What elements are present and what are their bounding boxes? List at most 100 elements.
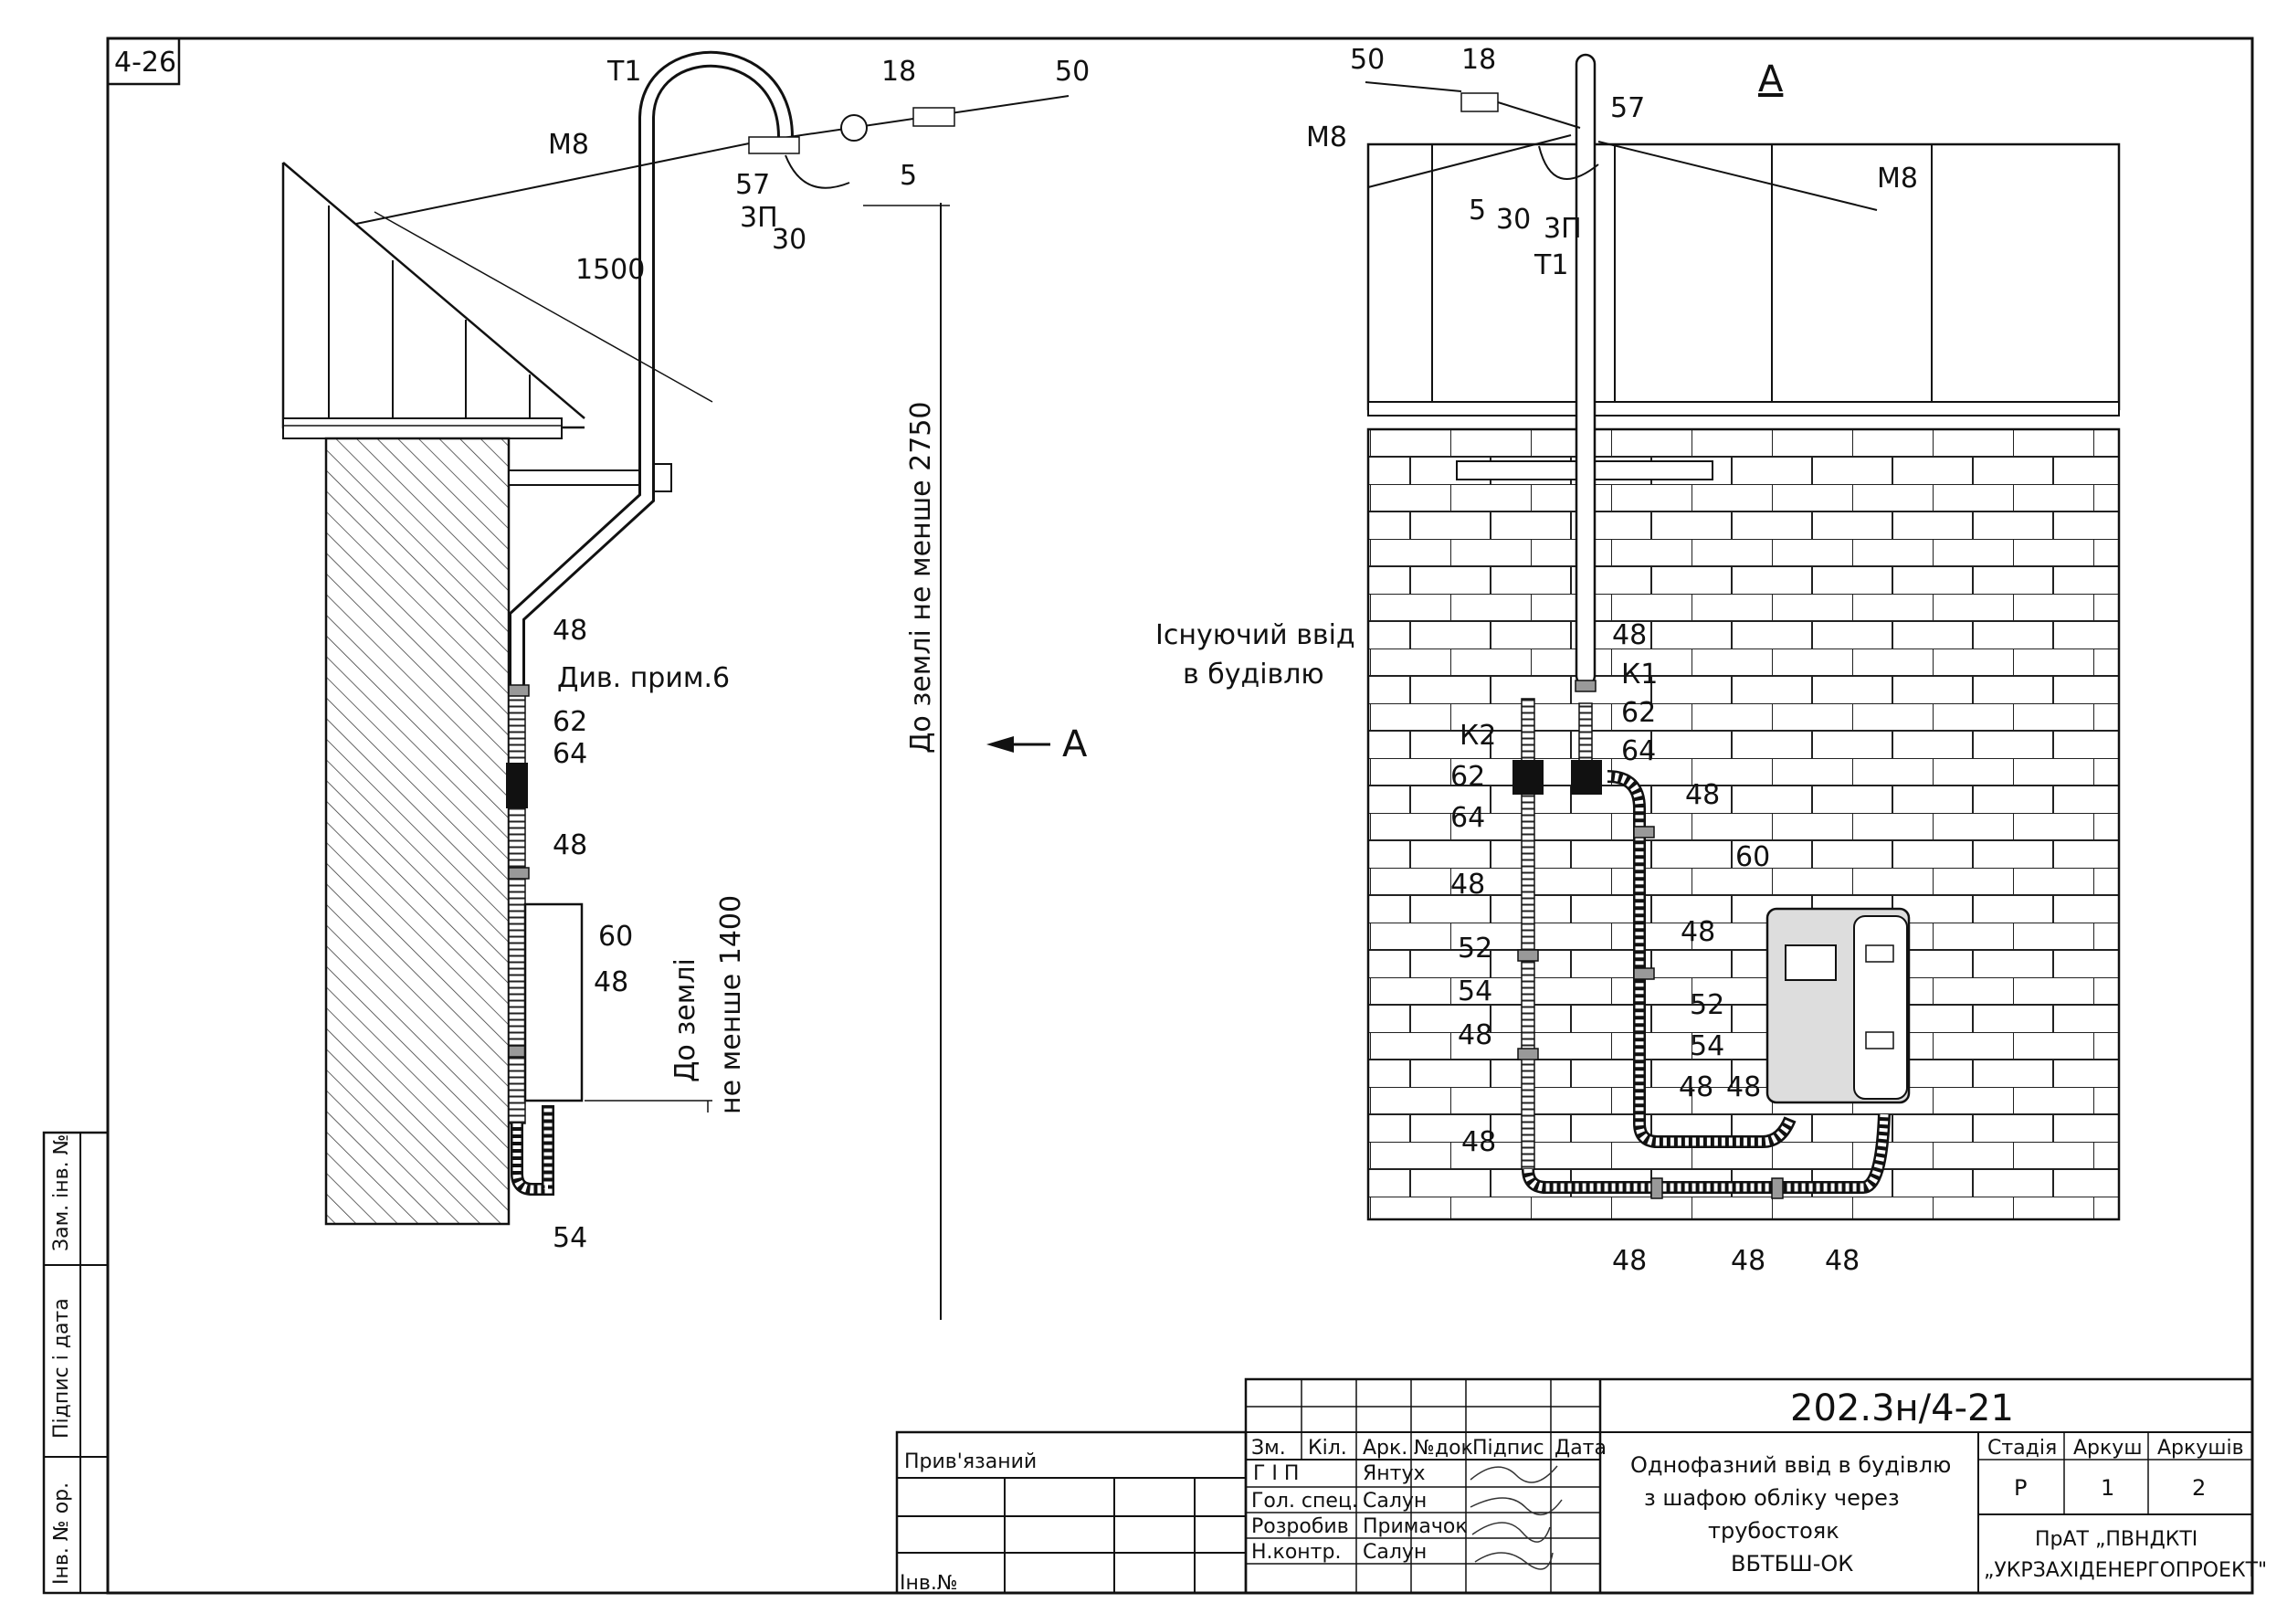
- col-pidpys: Підпис: [1472, 1437, 1544, 1460]
- col-ark: Арк.: [1363, 1437, 1407, 1460]
- r-label-57: 57: [1610, 92, 1645, 124]
- r-label-52r: 52: [1690, 989, 1724, 1021]
- ground-min-1400-l1: До землі: [669, 958, 701, 1082]
- r-label-48-l2: 48: [1458, 1019, 1492, 1051]
- label-note6: Див. прим.6: [557, 662, 730, 694]
- left-view: А До землі не менше 2750 До землі не мен…: [281, 50, 1090, 1320]
- label-50: 50: [1055, 56, 1090, 88]
- signatures: [1470, 1465, 1563, 1570]
- title-line-2: з шафою обліку через: [1644, 1485, 1900, 1511]
- stage-value: Р: [2014, 1475, 2027, 1501]
- role-chief: Гол. спец.: [1251, 1490, 1358, 1513]
- r-label-5: 5: [1469, 195, 1486, 227]
- junction-box-black: [506, 763, 528, 808]
- role-control: Н.контр.: [1251, 1541, 1341, 1564]
- sheet-code: 4-26: [114, 47, 176, 79]
- r-label-48-bot3: 48: [1825, 1245, 1860, 1277]
- label-3p: 3П: [740, 202, 778, 234]
- col-ndok: №док: [1414, 1437, 1473, 1460]
- r-label-54r: 54: [1690, 1030, 1724, 1062]
- name-control: Салун: [1363, 1541, 1427, 1564]
- r-label-48-l1: 48: [1450, 869, 1485, 901]
- label-1500: 1500: [575, 254, 645, 286]
- name-chief: Салун: [1363, 1490, 1427, 1513]
- r-label-48-b3: 48: [1461, 1126, 1496, 1158]
- r-label-64l: 64: [1450, 802, 1485, 834]
- r-label-48-r2: 48: [1681, 916, 1715, 948]
- role-gip: Г І П: [1253, 1462, 1299, 1485]
- existing-entry-l2: в будівлю: [1183, 659, 1324, 691]
- drawing-number: 202.3н/4-21: [1790, 1387, 2014, 1429]
- label-m8: М8: [548, 129, 589, 161]
- r-label-48-bot1: 48: [1612, 1245, 1647, 1277]
- r-label-48-b2: 48: [1726, 1071, 1761, 1103]
- org-line-1: ПрАТ „ПВНДКТІ: [2035, 1528, 2197, 1551]
- brick-wall: [1366, 427, 2121, 1221]
- col-kil: Кіл.: [1308, 1437, 1347, 1460]
- r-label-18: 18: [1461, 44, 1496, 76]
- r-label-60: 60: [1735, 841, 1770, 873]
- r-label-54l: 54: [1458, 975, 1492, 1007]
- junction-box-k1: [1571, 760, 1602, 795]
- corrugated-pipe: [508, 693, 526, 1124]
- side-stamp-sign: Підпис і дата: [50, 1298, 73, 1439]
- r-label-3p: 3П: [1544, 213, 1582, 245]
- label-48c: 48: [594, 966, 628, 998]
- label-t1: Т1: [606, 56, 641, 88]
- stage-header: Стадія: [1987, 1437, 2057, 1460]
- ground-min-2750: До землі не менше 2750: [905, 401, 937, 754]
- ground-min-1400-l2: не менше 1400: [715, 895, 747, 1114]
- label-30: 30: [772, 224, 806, 256]
- r-label-k1: К1: [1621, 659, 1658, 691]
- sheet-code-box: [106, 37, 181, 86]
- org-line-2: „УКРЗАХІДЕНЕРГОПРОЕКТ": [1984, 1559, 2267, 1582]
- r-label-62l: 62: [1450, 761, 1485, 793]
- tied-label: Прив'язаний: [904, 1450, 1037, 1473]
- r-label-52l: 52: [1458, 933, 1492, 965]
- r-label-48-bot2: 48: [1731, 1245, 1765, 1277]
- r-label-m8b: М8: [1877, 163, 1918, 195]
- junction-box-k2: [1512, 760, 1544, 795]
- r-label-m8a: М8: [1306, 121, 1347, 153]
- title-line-4: ВБТБШ-ОК: [1731, 1551, 1853, 1577]
- view-arrow-label: А: [1062, 723, 1088, 765]
- r-label-64r: 64: [1621, 735, 1656, 767]
- sheet-value: 1: [2101, 1475, 2114, 1501]
- view-a-label: А: [1758, 58, 1784, 100]
- col-data: Дата: [1555, 1437, 1607, 1460]
- label-64: 64: [553, 738, 587, 770]
- existing-entry-l1: Існуючий ввід: [1155, 619, 1355, 651]
- label-62: 62: [553, 706, 587, 738]
- r-label-50: 50: [1350, 44, 1385, 76]
- label-57: 57: [735, 169, 770, 201]
- label-48a: 48: [553, 615, 587, 647]
- sheets-value: 2: [2192, 1475, 2206, 1501]
- label-60: 60: [598, 921, 633, 953]
- riser-pipe: [1575, 53, 1597, 687]
- side-stamp: Зам. інв. № Підпис і дата Інв. № ор.: [42, 1131, 110, 1595]
- r-label-30: 30: [1496, 204, 1531, 236]
- right-view: А 50 18 57 М8 М8 5 30 3П Т1 Існуючий вві…: [1155, 44, 2121, 1277]
- r-label-k2: К2: [1460, 720, 1496, 752]
- name-gip: Янтух: [1363, 1462, 1426, 1485]
- label-48b: 48: [553, 829, 587, 861]
- title-block: Прив'язаний Інв.№ Зм. Кіл. Арк. №док Під…: [895, 1377, 2267, 1595]
- r-label-48-r1: 48: [1685, 779, 1720, 811]
- inv-label: Інв.№: [900, 1572, 958, 1595]
- name-author: Примачок: [1363, 1515, 1468, 1538]
- sheets-header: Аркушів: [2157, 1437, 2244, 1460]
- r-label-62r: 62: [1621, 697, 1656, 729]
- meter-cabinet-side: [523, 902, 584, 1102]
- side-stamp-replace: Зам. інв. №: [50, 1134, 73, 1252]
- label-18: 18: [881, 56, 916, 88]
- title-line-1: Однофазний ввід в будівлю: [1630, 1452, 1951, 1478]
- wall-section: [324, 437, 511, 1226]
- label-5: 5: [900, 160, 917, 192]
- r-label-48-top: 48: [1612, 619, 1647, 651]
- title-line-3: трубостояк: [1708, 1518, 1839, 1544]
- r-label-t1: Т1: [1533, 249, 1568, 281]
- label-54: 54: [553, 1222, 587, 1254]
- r-label-48-b1: 48: [1679, 1071, 1713, 1103]
- side-stamp-inv: Інв. № ор.: [50, 1482, 73, 1585]
